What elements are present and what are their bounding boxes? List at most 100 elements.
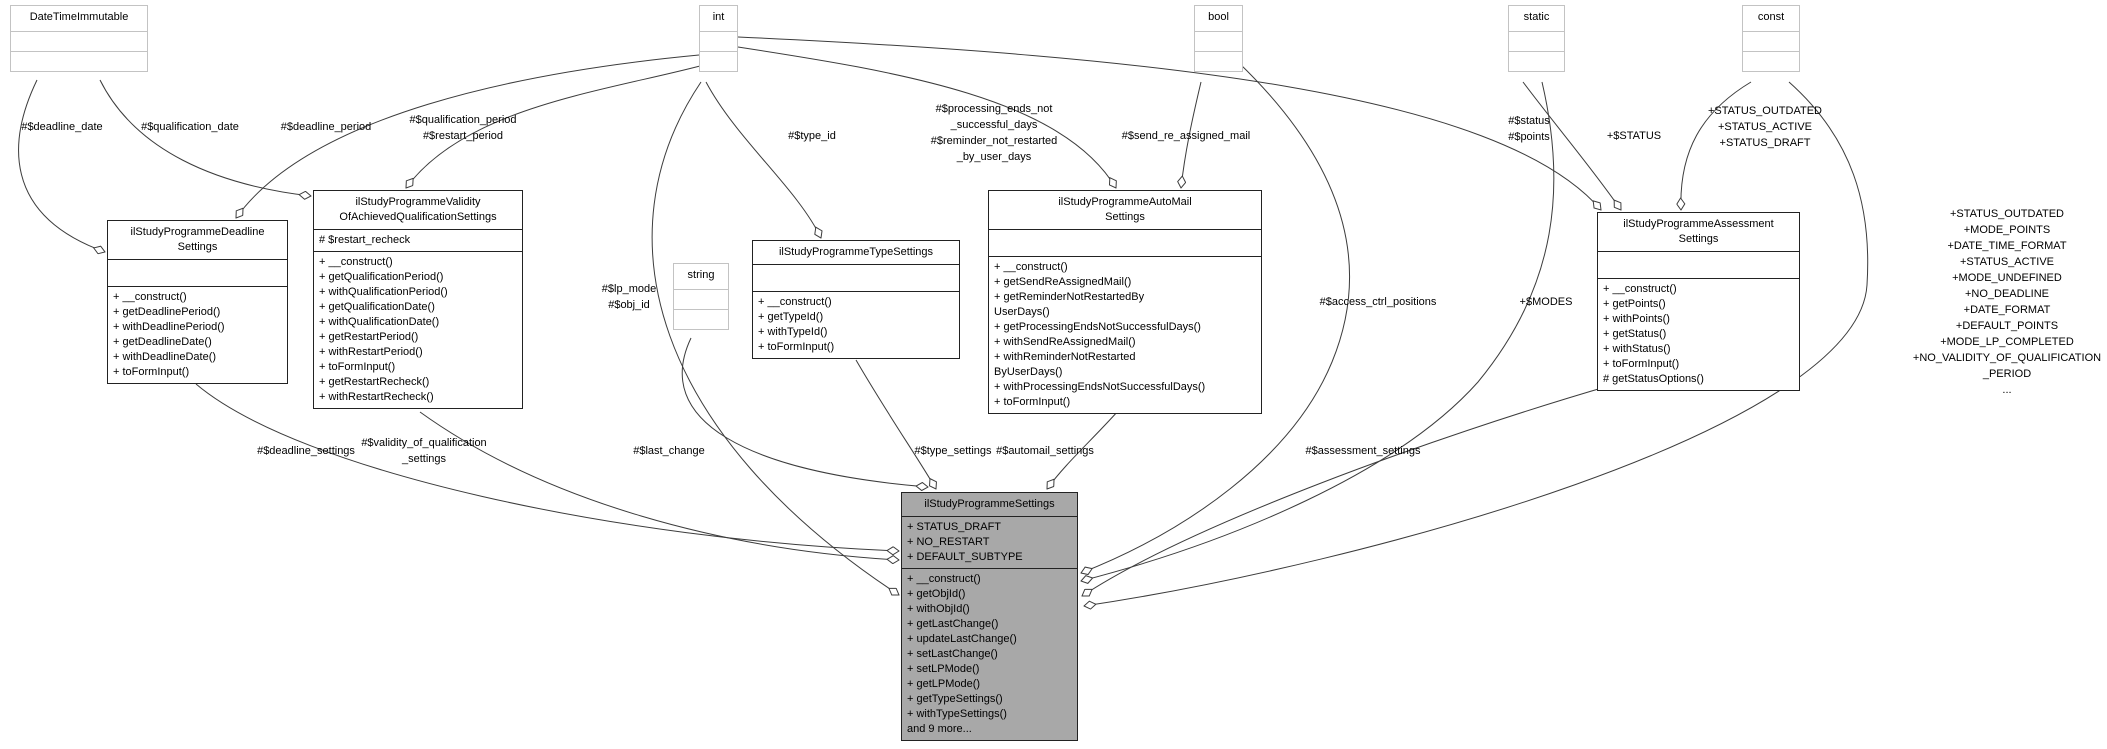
class-methods — [674, 309, 728, 329]
edge-label-lp-mode-obj-id: #$lp_mode #$obj_id — [602, 281, 656, 313]
edge-label-deadline-settings: #$deadline_settings — [257, 443, 355, 459]
class-title: ilStudyProgrammeTypeSettings — [753, 241, 959, 264]
class-attributes — [700, 31, 737, 51]
edge-label-line: #$deadline_date — [21, 121, 103, 133]
method-line: + __construct() — [758, 296, 832, 308]
edge-label-line: +STATUS_OUTDATED — [1949, 208, 2064, 220]
class-attributes — [753, 264, 959, 291]
method-line: + withDeadlineDate() — [113, 351, 217, 363]
class-methods: + __construct()+ getSendReAssignedMail()… — [989, 256, 1261, 413]
edge-label-line: #$validity_of_qualification — [361, 437, 487, 449]
class-bool: bool — [1194, 5, 1243, 72]
edge-label-deadline-date: #$deadline_date — [21, 119, 102, 135]
class-methods — [700, 51, 737, 71]
method-line: + __construct() — [113, 291, 187, 303]
method-line: + withStatus() — [1603, 343, 1671, 355]
edge-label-line: #$automail_settings — [996, 445, 1094, 457]
class-attributes: + STATUS_DRAFT+ NO_RESTART+ DEFAULT_SUBT… — [902, 516, 1077, 568]
method-line: + getRestartPeriod() — [319, 331, 419, 343]
edge-label-deadline-period: #$deadline_period — [281, 119, 372, 135]
class-title-line: const — [1757, 11, 1785, 23]
edge-label-line: +STATUS_OUTDATED — [1708, 105, 1822, 117]
method-line: + updateLastChange() — [907, 633, 1017, 645]
method-line: + getQualificationPeriod() — [319, 271, 444, 283]
attribute-line: + STATUS_DRAFT — [907, 521, 1002, 533]
method-line: + __construct() — [907, 573, 981, 585]
edge-label-line: +MODE_LP_COMPLETED — [1940, 336, 2074, 348]
class-title: const — [1743, 6, 1799, 31]
edge-label-line: #$qualification_period — [409, 114, 517, 126]
class-title-line: ilStudyProgrammeSettings — [924, 498, 1055, 510]
method-line: + withQualificationPeriod() — [319, 286, 448, 298]
class-title: ilStudyProgrammeSettings — [902, 493, 1077, 516]
class-methods — [1509, 51, 1564, 71]
method-line: + withRestartRecheck() — [319, 391, 434, 403]
edge-label-line: #$reminder_not_restarted — [930, 135, 1058, 147]
edge-label-line: #$qualification_date — [141, 121, 239, 133]
method-line: UserDays() — [994, 306, 1050, 318]
class-methods — [1195, 51, 1242, 71]
edge-label-line: #$lp_mode — [601, 283, 657, 295]
method-line: + withObjId() — [907, 603, 970, 615]
class-title: string — [674, 264, 728, 289]
method-line: + setLPMode() — [907, 663, 980, 675]
method-line: + getLastChange() — [907, 618, 999, 630]
method-line: + __construct() — [319, 256, 393, 268]
edge-label-validity-settings: #$validity_of_qualification_settings — [361, 435, 486, 467]
edge-label-line: #$obj_id — [608, 299, 650, 311]
method-line: + getTypeSettings() — [907, 693, 1003, 705]
edge-label-line: #$assessment_settings — [1305, 445, 1421, 457]
edge-validity-settings — [419, 411, 899, 560]
edge-last-change — [681, 337, 928, 487]
edge-label-assessment-settings: #$assessment_settings — [1306, 443, 1421, 459]
edge-label-automail-days: #$processing_ends_not_successful_days#$r… — [931, 101, 1058, 165]
method-line: + withTypeId() — [758, 326, 828, 338]
edge-qualification-date — [99, 79, 311, 196]
class-string: string — [673, 263, 729, 330]
method-line: + toFormInput() — [758, 341, 835, 353]
method-line: + toFormInput() — [994, 396, 1071, 408]
method-line: + withProcessingEndsNotSuccessfulDays() — [994, 381, 1206, 393]
class-methods: + __construct()+ getPoints()+ withPoints… — [1598, 278, 1799, 390]
method-line: + getTypeId() — [758, 311, 824, 323]
class-attributes — [1598, 251, 1799, 278]
edge-label-line: +DATE_FORMAT — [1963, 304, 2051, 316]
edge-label-line: +$STATUS — [1606, 130, 1662, 142]
class-title-line: bool — [1208, 11, 1229, 23]
method-line: ByUserDays() — [994, 366, 1063, 378]
class-methods: + __construct() + getQualificationPeriod(… — [314, 251, 522, 408]
class-static: static — [1508, 5, 1565, 72]
edge-label-modes: +$MODES — [1520, 294, 1573, 310]
method-line: + toFormInput() — [319, 361, 396, 373]
edge-label-line: ... — [2002, 384, 2012, 396]
class-attributes — [989, 229, 1261, 256]
method-line: + withDeadlinePeriod() — [113, 321, 225, 333]
method-line: + getStatus() — [1603, 328, 1667, 340]
edge-label-line: #$deadline_settings — [257, 445, 355, 457]
class-attributes — [674, 289, 728, 309]
method-line: + toFormInput() — [1603, 358, 1680, 370]
edge-label-line: +MODE_POINTS — [1963, 224, 2051, 236]
method-line: + withPoints() — [1603, 313, 1670, 325]
edge-type-settings — [855, 359, 936, 489]
edge-label-qualification-restart-period: #$qualification_period#$restart_period — [409, 112, 516, 144]
class-settings: ilStudyProgrammeSettings+ STATUS_DRAFT+ … — [901, 492, 1078, 741]
edge-label-qualification-date: #$qualification_date — [141, 119, 239, 135]
method-line: + getSendReAssignedMail() — [994, 276, 1132, 288]
class-type[interactable]: ilStudyProgrammeTypeSettings + __construc… — [752, 240, 960, 359]
edge-label-line: #$last_change — [633, 445, 705, 457]
class-title-line: OfAchievedQualificationSettings — [339, 211, 497, 223]
edge-label-send-re-assigned-mail: #$send_re_assigned_mail — [1122, 128, 1250, 144]
method-line: + getRestartRecheck() — [319, 376, 430, 388]
attribute-line: # $restart_recheck — [319, 234, 411, 246]
class-methods: + __construct()+ getDeadlinePeriod()+ wi… — [108, 286, 287, 383]
method-line: + withSendReAssignedMail() — [994, 336, 1136, 348]
edge-label-line: +DATE_TIME_FORMAT — [1947, 240, 2067, 252]
